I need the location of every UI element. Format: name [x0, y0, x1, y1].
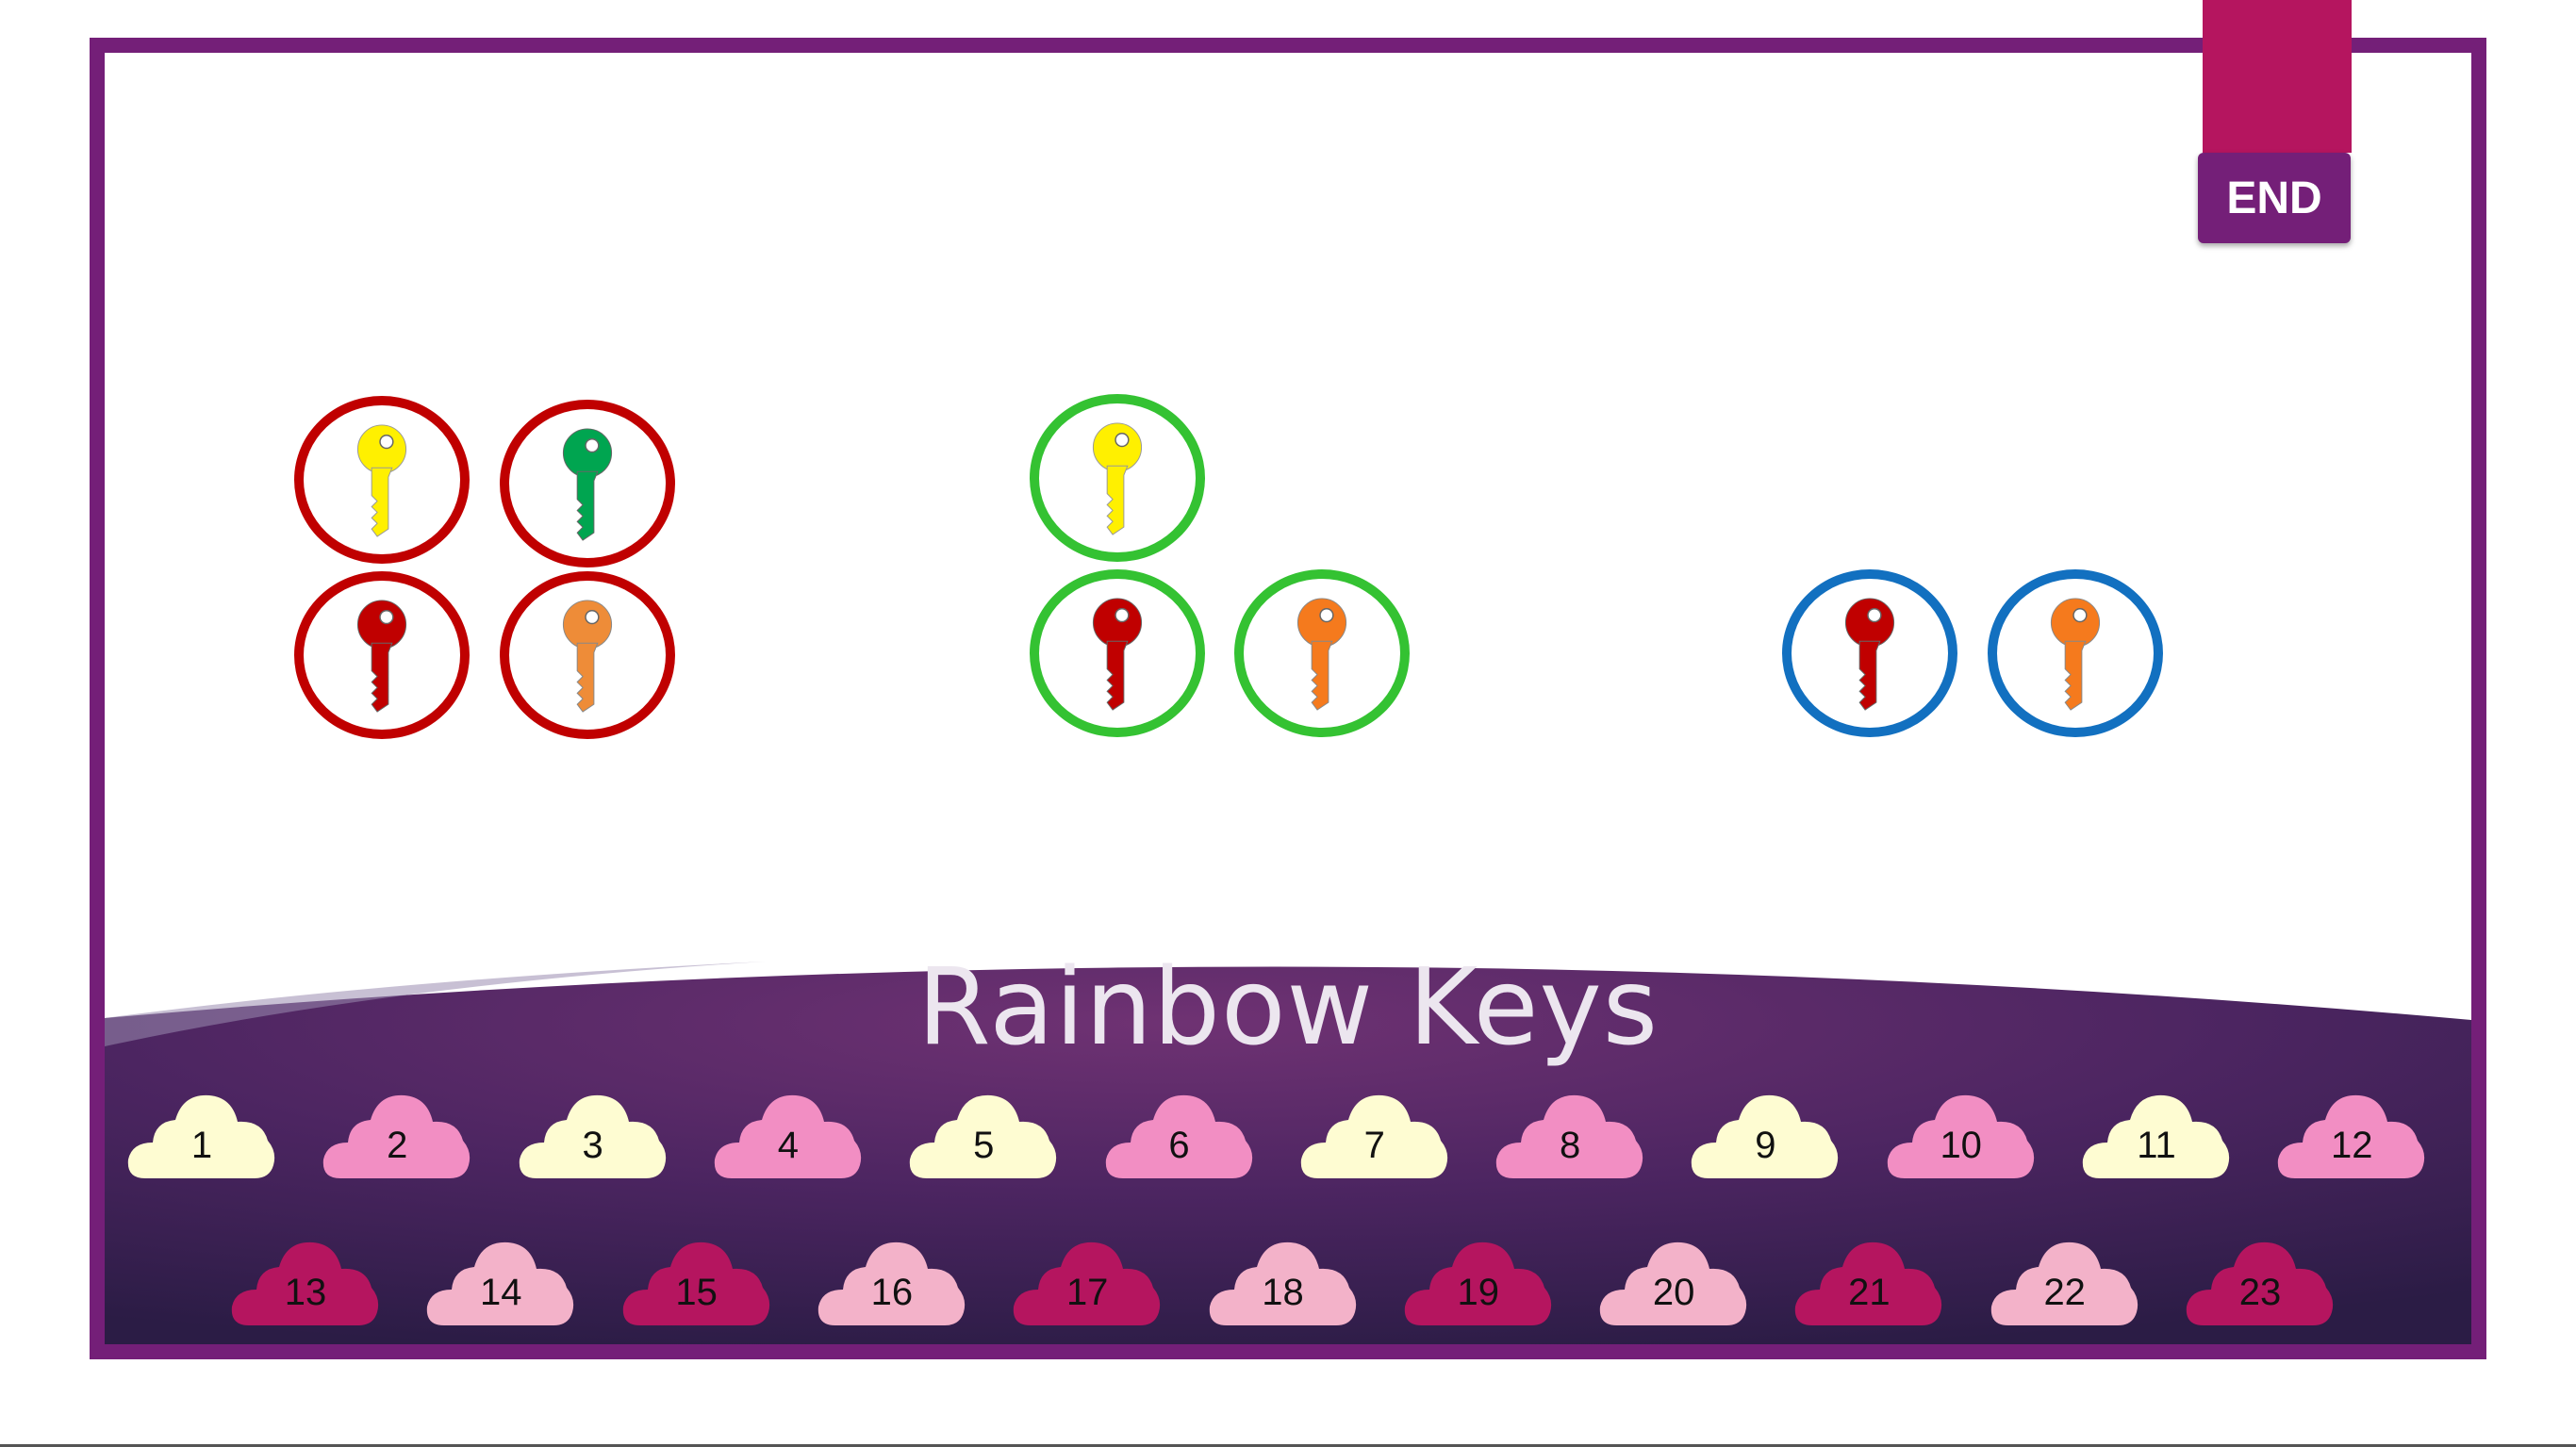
cloud-button-11[interactable]: 11: [2081, 1086, 2232, 1180]
cloud-icon: [1495, 1094, 1643, 1178]
cloud-icon: [427, 1241, 574, 1325]
cloud-icon: [1105, 1094, 1252, 1178]
cloud-number: 18: [1262, 1272, 1304, 1313]
red-key-icon: [1844, 598, 1895, 711]
cloud-number: 7: [1363, 1125, 1385, 1166]
cloud-number: 2: [387, 1125, 408, 1166]
key-ring-green[interactable]: [1030, 569, 1205, 737]
cloud-number: 15: [675, 1272, 718, 1313]
yellow-key-icon: [1092, 422, 1143, 535]
cloud-number: 17: [1065, 1272, 1109, 1313]
cloud-button-8[interactable]: 8: [1494, 1086, 1645, 1180]
cloud-icon: [1990, 1241, 2138, 1325]
cloud-icon: [622, 1241, 769, 1325]
cloud-number: 12: [2331, 1125, 2373, 1166]
cloud-number: 21: [1848, 1272, 1891, 1313]
red-key-icon: [1092, 598, 1143, 711]
key-ring-green[interactable]: [1234, 569, 1410, 737]
cloud-button-7[interactable]: 7: [1299, 1086, 1450, 1180]
cloud-number: 1: [190, 1125, 213, 1166]
cloud-icon: [2082, 1094, 2230, 1178]
cloud-icon: [2278, 1094, 2425, 1178]
end-tab-decoration: [2203, 0, 2352, 153]
cloud-button-5[interactable]: 5: [908, 1086, 1059, 1180]
cloud-number: 16: [870, 1272, 914, 1313]
cloud-number: 20: [1652, 1272, 1695, 1313]
cloud-icon: [1209, 1241, 1356, 1325]
cloud-icon: [323, 1094, 471, 1178]
cloud-button-16[interactable]: 16: [817, 1233, 967, 1327]
key-ring-red[interactable]: [294, 571, 470, 739]
cloud-icon: [714, 1094, 862, 1178]
cloud-button-18[interactable]: 18: [1208, 1233, 1359, 1327]
key-ring-red[interactable]: [500, 571, 675, 739]
key-ring-blue[interactable]: [1782, 569, 1957, 737]
orange-key-icon: [2050, 598, 2101, 711]
cloud-button-10[interactable]: 10: [1886, 1086, 2037, 1180]
red-key-icon: [356, 600, 407, 713]
cloud-button-13[interactable]: 13: [230, 1233, 381, 1327]
cloud-number: 5: [973, 1125, 995, 1166]
game-title: Rainbow Keys: [916, 946, 1660, 1069]
cloud-button-3[interactable]: 3: [518, 1086, 669, 1180]
cloud-number: 8: [1559, 1125, 1581, 1166]
cloud-icon: [231, 1241, 379, 1325]
cloud-button-21[interactable]: 21: [1793, 1233, 1944, 1327]
cloud-icon: [1692, 1094, 1839, 1178]
orange-key-icon: [562, 600, 613, 713]
key-ring-green[interactable]: [1030, 394, 1205, 562]
cloud-number: 22: [2043, 1272, 2086, 1313]
bottom-divider: [0, 1444, 2576, 1447]
cloud-icon: [1795, 1241, 1942, 1325]
cloud-icon: [817, 1241, 966, 1325]
end-button[interactable]: END: [2198, 153, 2351, 243]
cloud-icon: [1014, 1241, 1161, 1325]
key-ring-red[interactable]: [294, 396, 470, 564]
cloud-icon: [127, 1094, 275, 1178]
cloud-icon: [519, 1094, 666, 1178]
cloud-button-15[interactable]: 15: [621, 1233, 772, 1327]
cloud-button-4[interactable]: 4: [713, 1086, 864, 1180]
cloud-button-12[interactable]: 12: [2276, 1086, 2427, 1180]
cloud-button-1[interactable]: 1: [126, 1086, 277, 1180]
cloud-number: 6: [1168, 1125, 1190, 1166]
cloud-number: 14: [480, 1272, 522, 1313]
green-key-icon: [562, 428, 613, 541]
cloud-number: 3: [582, 1125, 603, 1166]
cloud-icon: [1300, 1094, 1447, 1178]
key-groups: [294, 394, 2163, 739]
key-ring-blue[interactable]: [1988, 569, 2163, 737]
cloud-button-23[interactable]: 23: [2185, 1233, 2336, 1327]
cloud-button-20[interactable]: 20: [1598, 1233, 1749, 1327]
cloud-icon: [1404, 1241, 1551, 1325]
cloud-number: 19: [1457, 1272, 1500, 1313]
cloud-icon: [1887, 1094, 2034, 1178]
cloud-number: 10: [1940, 1125, 1982, 1166]
cloud-number: 4: [777, 1125, 800, 1166]
cloud-button-2[interactable]: 2: [322, 1086, 472, 1180]
cloud-button-9[interactable]: 9: [1690, 1086, 1841, 1180]
cloud-icon: [1599, 1241, 1747, 1325]
cloud-number: 9: [1755, 1125, 1776, 1166]
cloud-button-17[interactable]: 17: [1012, 1233, 1163, 1327]
key-ring-red[interactable]: [500, 400, 675, 567]
cloud-number: 23: [2238, 1272, 2282, 1313]
cloud-icon: [2186, 1241, 2334, 1325]
cloud-button-22[interactable]: 22: [1990, 1233, 2140, 1327]
cloud-button-14[interactable]: 14: [425, 1233, 576, 1327]
yellow-key-icon: [356, 424, 407, 537]
cloud-button-19[interactable]: 19: [1403, 1233, 1554, 1327]
cloud-button-6[interactable]: 6: [1104, 1086, 1255, 1180]
orange-key-icon: [1296, 598, 1347, 711]
cloud-number: 11: [2137, 1125, 2176, 1166]
cloud-icon: [910, 1094, 1057, 1178]
cloud-number: 13: [284, 1272, 327, 1313]
